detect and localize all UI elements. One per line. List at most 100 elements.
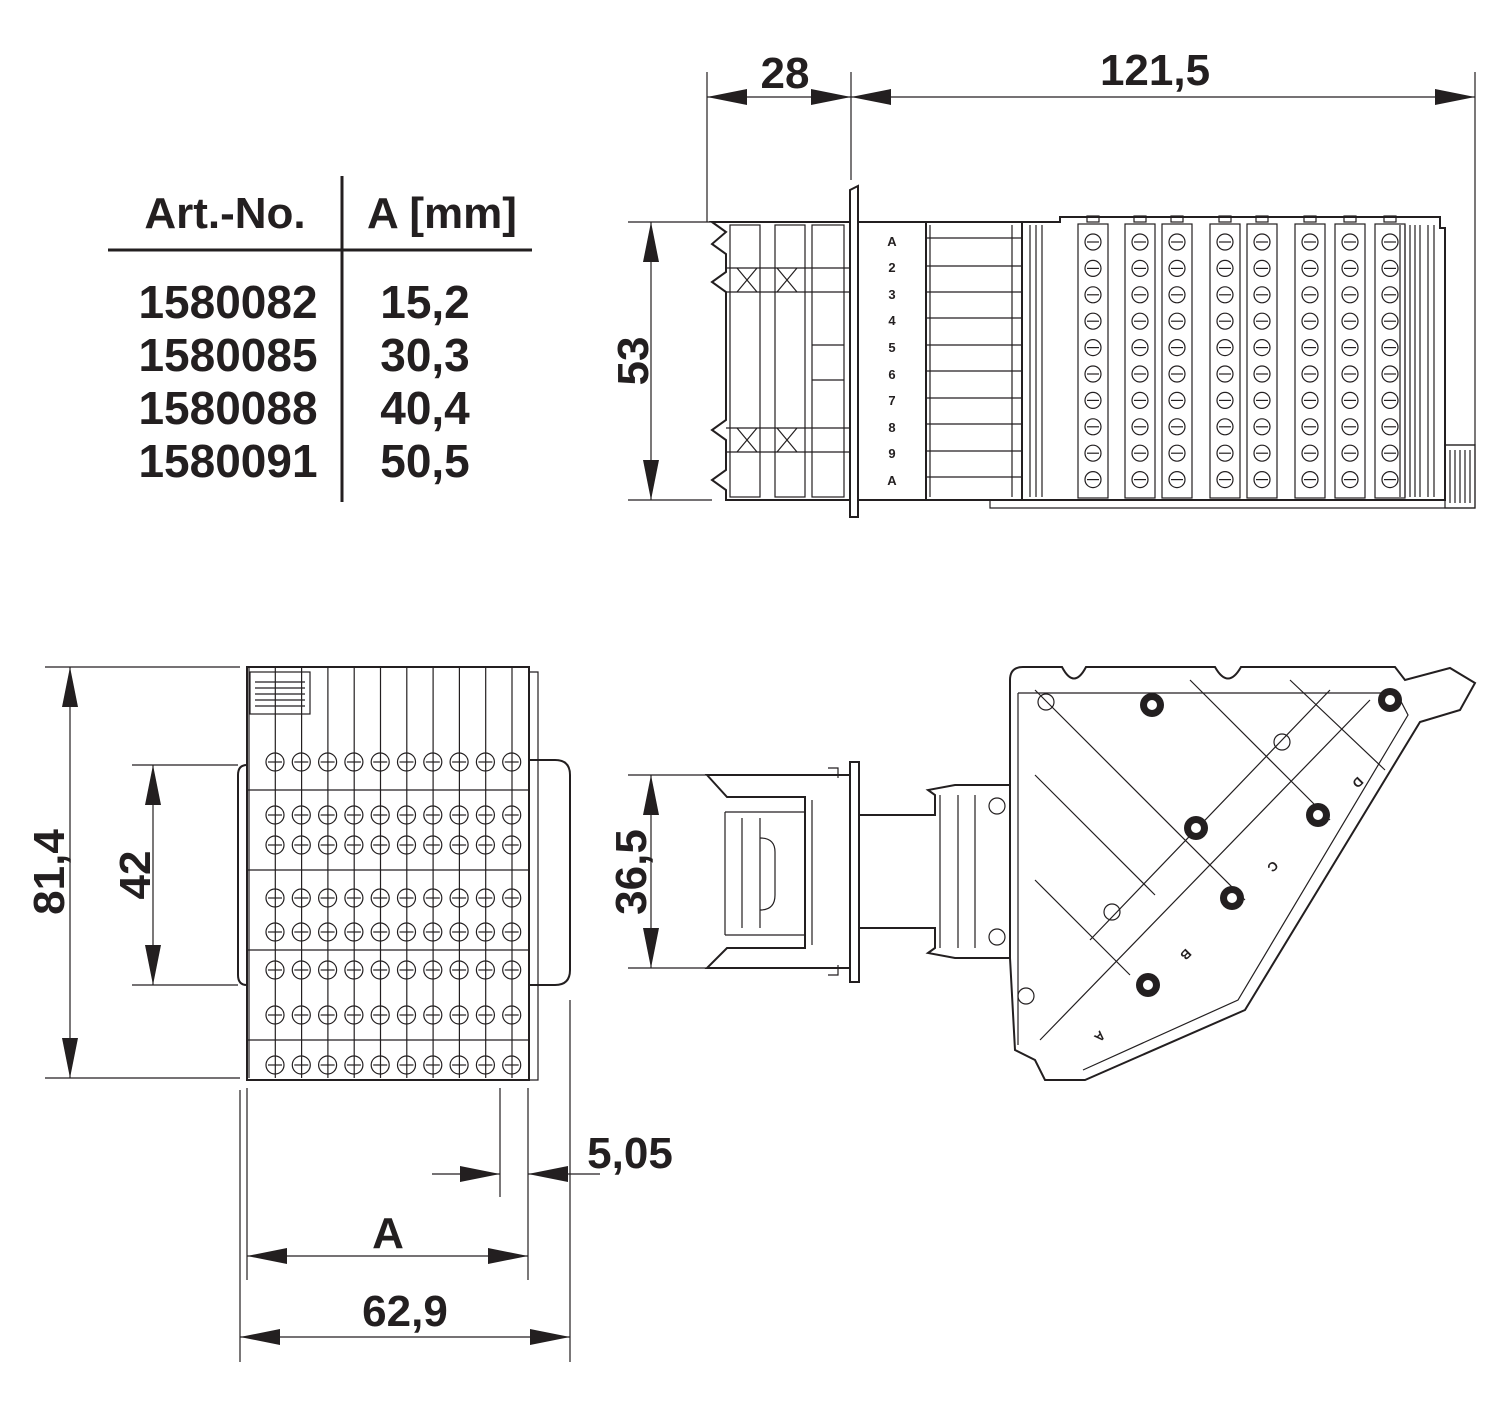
terminal-clamp	[318, 1055, 338, 1075]
front-terminal-grid	[247, 667, 529, 1078]
terminal-column	[1161, 223, 1193, 499]
terminal-clamp	[396, 805, 417, 825]
terminal-clamp	[1168, 365, 1186, 383]
marking-label: A	[887, 234, 897, 249]
terminal-clamp	[1084, 259, 1102, 277]
terminal-clamp	[370, 960, 390, 980]
side-letter: B	[1177, 946, 1194, 963]
side-screws	[1136, 688, 1402, 997]
table-cell-art-no: 1580088	[138, 382, 317, 434]
terminal-clamp	[1131, 286, 1149, 304]
side-housing	[1009, 666, 1477, 1081]
terminal-clamp	[1253, 365, 1271, 383]
terminal-clamp	[1253, 339, 1271, 357]
table-cell-a: 30,3	[380, 329, 470, 381]
terminal-clamp	[1253, 444, 1271, 462]
terminal-clamp	[1341, 312, 1359, 330]
terminal-clamp	[1084, 418, 1102, 436]
front-view: 81,4 42 5,05 A 62,9	[25, 666, 673, 1362]
marking-label: 3	[888, 287, 895, 302]
terminal-clamp	[1168, 286, 1186, 304]
terminal-tab	[1133, 215, 1147, 223]
screw-head	[1191, 823, 1201, 833]
terminal-column	[1124, 223, 1156, 499]
terminal-clamp	[1084, 233, 1102, 251]
table-cell-art-no: 1580085	[138, 329, 317, 381]
terminal-clamp	[344, 752, 364, 772]
dimension-label-121-5: 121,5	[1100, 46, 1210, 95]
terminal-clamp	[344, 1005, 364, 1025]
terminal-clamp	[1381, 259, 1399, 277]
terminal-tab	[1218, 215, 1232, 223]
terminal-clamp	[265, 888, 285, 908]
terminal-column	[1294, 223, 1326, 499]
terminal-tab	[1303, 215, 1317, 223]
terminal-clamp	[449, 888, 469, 908]
table-rows: 1580082 15,2 1580085 30,3 1580088 40,4 1…	[138, 276, 470, 487]
terminal-column	[1209, 223, 1241, 499]
terminal-clamp	[265, 805, 285, 825]
terminal-clamp	[449, 922, 469, 942]
terminal-clamp	[475, 888, 495, 908]
terminal-clamp	[423, 960, 443, 980]
terminal-clamp	[449, 1055, 469, 1075]
terminal-clamp	[1131, 365, 1149, 383]
terminal-clamp	[318, 922, 338, 942]
dimension-label-81-4: 81,4	[25, 829, 74, 915]
terminal-clamp	[318, 960, 338, 980]
screw-head	[1313, 810, 1323, 820]
terminal-clamp	[1341, 259, 1359, 277]
terminal-clamp	[265, 1005, 285, 1025]
terminal-clamp	[1381, 365, 1399, 383]
terminal-clamp	[370, 888, 390, 908]
side-view: 36,5 A B	[607, 666, 1477, 1081]
terminal-clamp	[265, 922, 285, 942]
terminal-clamp	[1131, 312, 1149, 330]
terminal-clamp	[1341, 471, 1359, 489]
adapter-block	[708, 221, 851, 501]
terminal-clamp	[265, 1055, 285, 1075]
terminal-clamp	[449, 960, 469, 980]
terminal-clamp	[502, 1055, 522, 1075]
terminal-clamp	[423, 922, 443, 942]
terminal-clamp	[423, 1055, 443, 1075]
terminal-column	[1374, 223, 1406, 499]
screw-head	[1143, 980, 1153, 990]
terminal-clamp	[1301, 365, 1319, 383]
marking-label: 9	[888, 446, 895, 461]
terminal-clamp	[1131, 444, 1149, 462]
screw-head	[1227, 893, 1237, 903]
terminal-clamp	[1168, 259, 1186, 277]
marking-label: 5	[888, 340, 895, 355]
dimension-label-53: 53	[609, 337, 658, 386]
table-cell-art-no: 1580091	[138, 435, 317, 487]
terminal-clamp	[370, 835, 390, 855]
terminal-clamp	[1131, 339, 1149, 357]
terminal-clamp	[318, 752, 338, 772]
terminal-clamp	[1168, 471, 1186, 489]
terminal-clamp	[1168, 312, 1186, 330]
table-header-a-mm: A [mm]	[367, 189, 517, 238]
terminal-clamp	[502, 888, 522, 908]
terminal-clamp	[291, 1005, 311, 1025]
dimension-label-36-5: 36,5	[607, 829, 656, 915]
terminal-clamp	[370, 805, 390, 825]
terminal-clamp	[1216, 259, 1234, 277]
terminal-clamp	[423, 1005, 443, 1025]
terminal-clamp	[502, 1005, 522, 1025]
terminal-clamp	[1341, 391, 1359, 409]
article-table: Art.-No. A [mm] 1580082 15,2 1580085 30,…	[108, 176, 532, 502]
terminal-clamp	[502, 835, 522, 855]
terminal-clamp	[1131, 471, 1149, 489]
dimension-label-5-05: 5,05	[587, 1129, 673, 1178]
side-adapter	[704, 761, 860, 983]
terminal-clamp	[1216, 391, 1234, 409]
terminal-clamp	[291, 922, 311, 942]
terminal-clamp	[1301, 391, 1319, 409]
terminal-clamp	[1253, 286, 1271, 304]
terminal-clamp	[396, 1055, 417, 1075]
terminal-clamp	[291, 835, 311, 855]
terminal-clamp	[1381, 339, 1399, 357]
slotted-body	[925, 221, 1023, 501]
